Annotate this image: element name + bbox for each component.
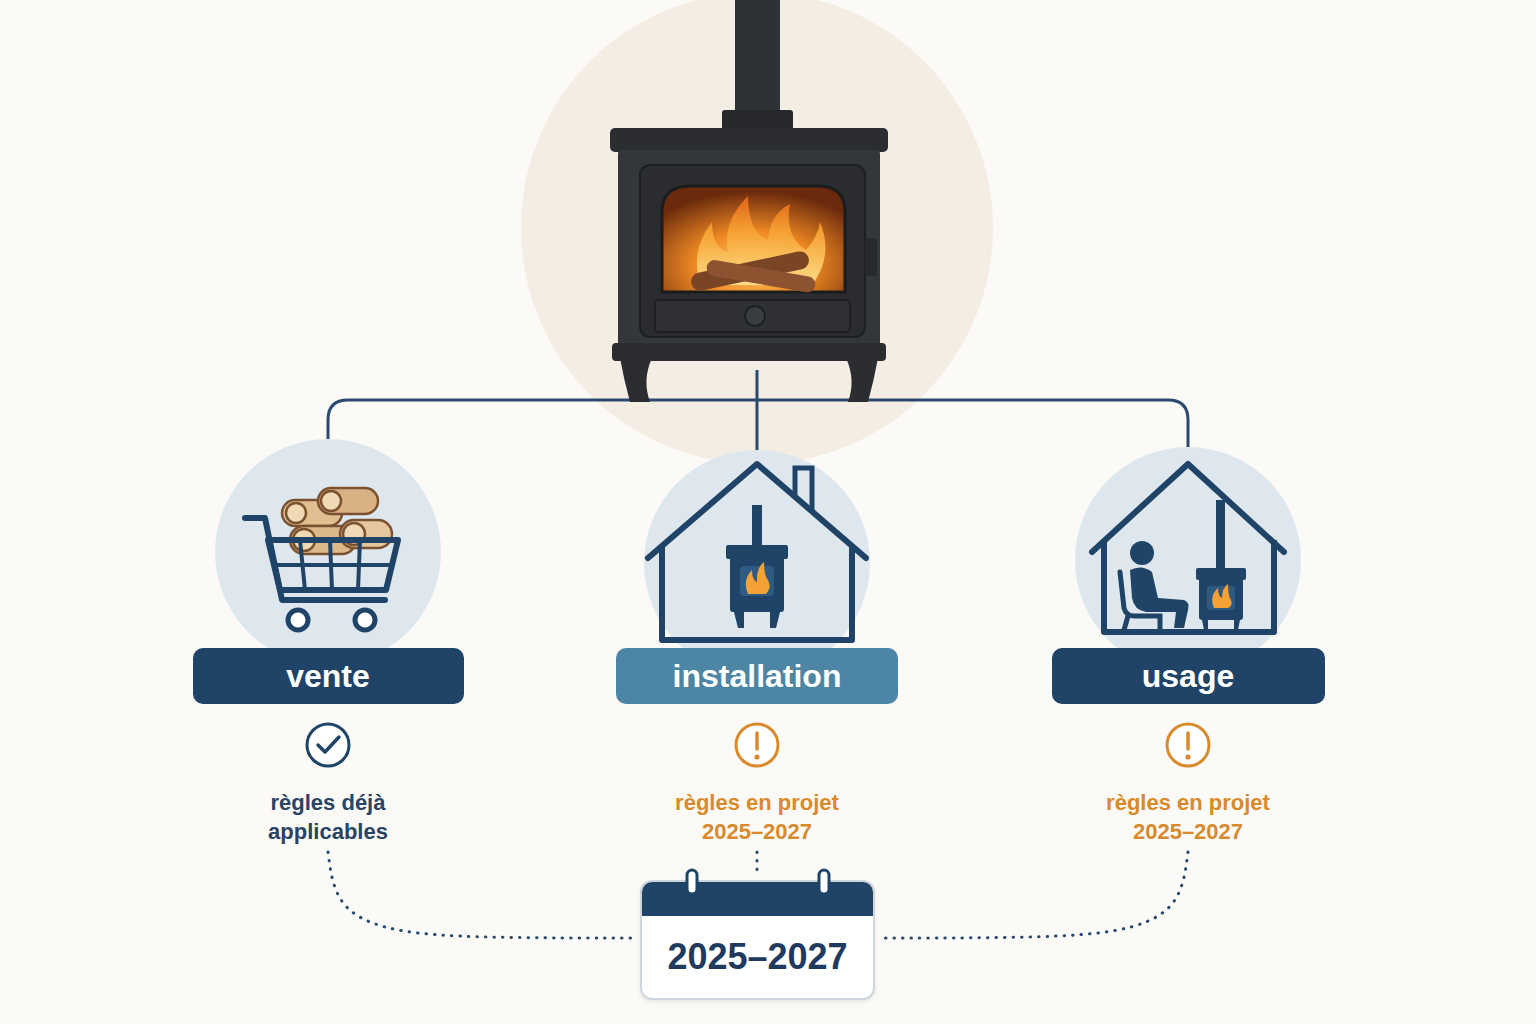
timeline-connector bbox=[328, 852, 632, 938]
category-node: vente règles déjà applicables bbox=[168, 648, 488, 846]
icon-circle bbox=[215, 439, 441, 665]
status-note: règles en projet 2025–2027 bbox=[657, 788, 857, 846]
category-node: installation règles en projet 2025–2027 bbox=[597, 648, 917, 846]
category-label: installation bbox=[616, 648, 898, 704]
status-note: règles en projet 2025–2027 bbox=[1088, 788, 1288, 846]
icon-circle bbox=[1075, 447, 1301, 673]
house-person-icon bbox=[1092, 464, 1284, 632]
calendar-ring bbox=[819, 870, 829, 894]
calendar-box: 2025–2027 bbox=[640, 880, 875, 1000]
icon-circle bbox=[644, 450, 870, 676]
check-symbol bbox=[307, 724, 349, 766]
calendar-rings bbox=[642, 868, 873, 918]
status-note: règles déjà applicables bbox=[228, 788, 428, 846]
warning-symbol bbox=[736, 724, 778, 766]
category-label: usage bbox=[1052, 648, 1325, 704]
warning-symbol bbox=[1167, 724, 1209, 766]
calendar-header bbox=[642, 882, 873, 916]
house-stove-icon bbox=[648, 464, 866, 640]
timeline-connector bbox=[883, 852, 1188, 938]
cart-icon bbox=[245, 488, 398, 630]
calendar-ring bbox=[687, 870, 697, 894]
period-label: 2025–2027 bbox=[642, 916, 873, 998]
timeline-connector bbox=[756, 852, 759, 876]
category-label: vente bbox=[193, 648, 464, 704]
category-node: usage règles en projet 2025–2027 bbox=[1028, 648, 1348, 846]
stove-illustration bbox=[610, 0, 888, 402]
tree-line bbox=[328, 370, 1188, 455]
